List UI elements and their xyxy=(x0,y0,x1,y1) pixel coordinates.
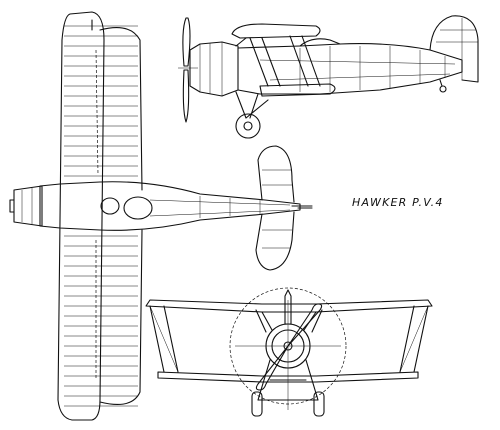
side-upper-wing xyxy=(231,23,321,39)
front-view xyxy=(145,287,433,417)
side-lower-wing xyxy=(259,83,336,97)
side-struts xyxy=(235,35,321,87)
front-struts xyxy=(149,305,429,373)
front-wheel-right xyxy=(313,391,325,417)
side-engine-cowling xyxy=(189,41,239,97)
plan-fuselage xyxy=(39,181,301,231)
side-main-wheel xyxy=(235,113,261,139)
side-fuselage xyxy=(237,43,463,95)
side-tail-wheel xyxy=(439,85,447,93)
plan-upper-wing xyxy=(57,11,105,421)
front-upper-wing xyxy=(145,299,433,313)
drawing-title: HAWKER P.V.4 xyxy=(352,196,444,209)
plan-lower-wing xyxy=(91,19,143,405)
plan-wing-ribs xyxy=(64,25,138,407)
plan-tailplane xyxy=(255,145,295,271)
side-view xyxy=(178,15,479,139)
plan-engine-cowling xyxy=(9,185,43,227)
front-lower-wing xyxy=(157,371,419,383)
plan-cockpit xyxy=(123,196,153,220)
front-undercarriage xyxy=(257,359,319,401)
front-wheel-left xyxy=(251,391,263,417)
plan-view xyxy=(9,11,313,421)
front-propeller xyxy=(255,303,323,391)
side-fin-rudder xyxy=(429,15,479,83)
side-propeller xyxy=(182,17,191,123)
